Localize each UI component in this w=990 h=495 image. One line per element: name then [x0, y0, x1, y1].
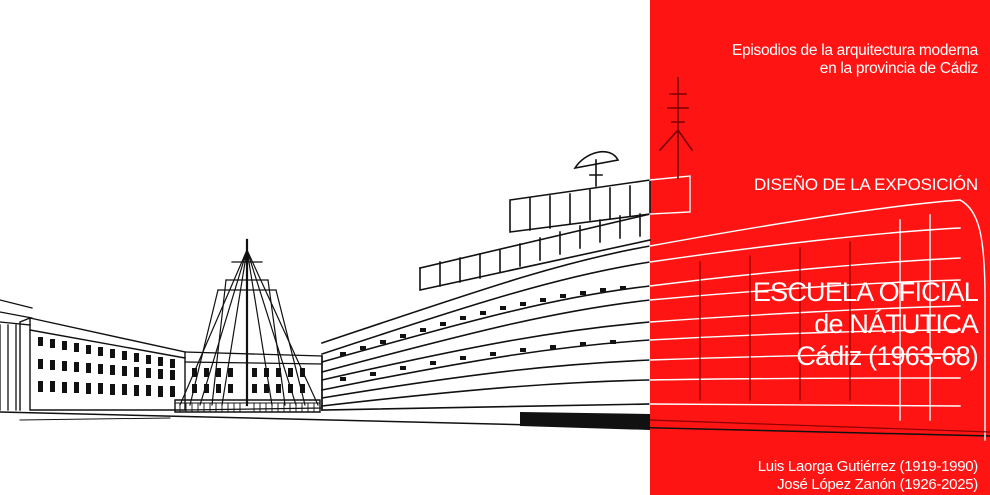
title-line-3: Cádiz (1963-68): [796, 341, 978, 371]
left-building-windows: [38, 337, 175, 397]
poster-title: ESCUELA OFICIAL de NÁTUTICA Cádiz (1963-…: [752, 276, 979, 372]
title-line-2: de NÁTUTICA: [814, 309, 979, 339]
training-mast: [174, 238, 321, 413]
architect-credits: Luis Laorga Gutiérrez (1919-1990) José L…: [757, 458, 979, 494]
main-building: [320, 150, 651, 411]
series-line-2: en la provincia de Cádiz: [819, 60, 979, 77]
middle-building: [184, 351, 323, 411]
architect-2: José López Zanón (1926-2025): [777, 476, 978, 493]
title-line-1: ESCUELA OFICIAL: [752, 277, 979, 307]
series-subtitle: Episodios de la arquitectura moderna en …: [732, 42, 978, 78]
main-building-vents: [340, 286, 650, 430]
main-building-on-red: [649, 175, 986, 441]
series-line-1: Episodios de la arquitectura moderna: [732, 42, 978, 59]
fence: [174, 402, 321, 413]
exhibition-label: DISEÑO DE LA EXPOSICIÓN: [753, 175, 978, 194]
red-panel: [650, 0, 990, 495]
architect-1: Luis Laorga Gutiérrez (1919-1990): [757, 458, 979, 475]
left-pavilion: [0, 299, 33, 411]
dark-details-on-red: [649, 241, 990, 433]
antenna-mast-on-red: [658, 77, 694, 179]
